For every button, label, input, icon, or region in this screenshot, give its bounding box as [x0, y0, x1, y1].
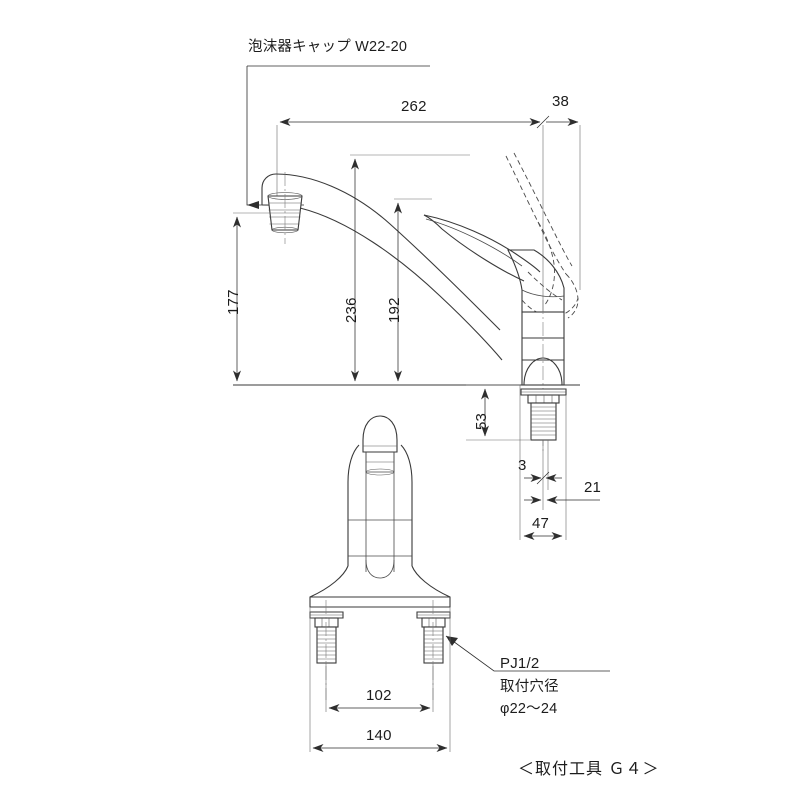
shank-offset-dimension-group: [519, 385, 600, 540]
dim-label-177: 177: [225, 289, 242, 315]
base-dimension-group: [309, 607, 451, 752]
front-elevation-view: [309, 415, 451, 700]
thread-spec-label: PJ1/2: [500, 655, 540, 672]
spout-assembly: [261, 172, 503, 361]
shank-right-front: [416, 600, 451, 700]
handle-cap-front: [362, 415, 398, 453]
hole-diameter-label-line1: 取付穴径: [500, 679, 559, 695]
base-plate-front: [309, 565, 451, 608]
thread-spec-leader: [445, 635, 610, 672]
shank-left-front: [309, 600, 344, 700]
threaded-shank: [530, 402, 557, 441]
dim-label-140: 140: [366, 727, 392, 744]
dim-label-102: 102: [366, 687, 392, 704]
hole-diameter-label-line2: φ22〜24: [500, 701, 558, 717]
dim-label-3: 3: [518, 457, 527, 474]
dim-label-53: 53: [473, 412, 490, 430]
dim-label-38: 38: [552, 93, 570, 110]
shank-assembly-side: [520, 388, 567, 441]
dim-label-192: 192: [386, 297, 403, 323]
dim-label-47: 47: [532, 515, 550, 532]
dim-label-236: 236: [343, 297, 360, 323]
faucet-body-side: [521, 300, 565, 452]
dim-tick-38: [536, 115, 550, 129]
aerator-callout: [246, 65, 430, 209]
handle-lever-raised-phantom: [505, 152, 579, 319]
vertical-dimension-group: [233, 154, 530, 441]
aerator-cap-label: 泡沫器キャップ W22-20: [248, 39, 408, 55]
dim-label-262: 262: [401, 98, 427, 115]
installation-tool-note: ＜取付工具 Ｇ４＞: [518, 761, 660, 778]
dim-label-21: 21: [584, 479, 602, 496]
